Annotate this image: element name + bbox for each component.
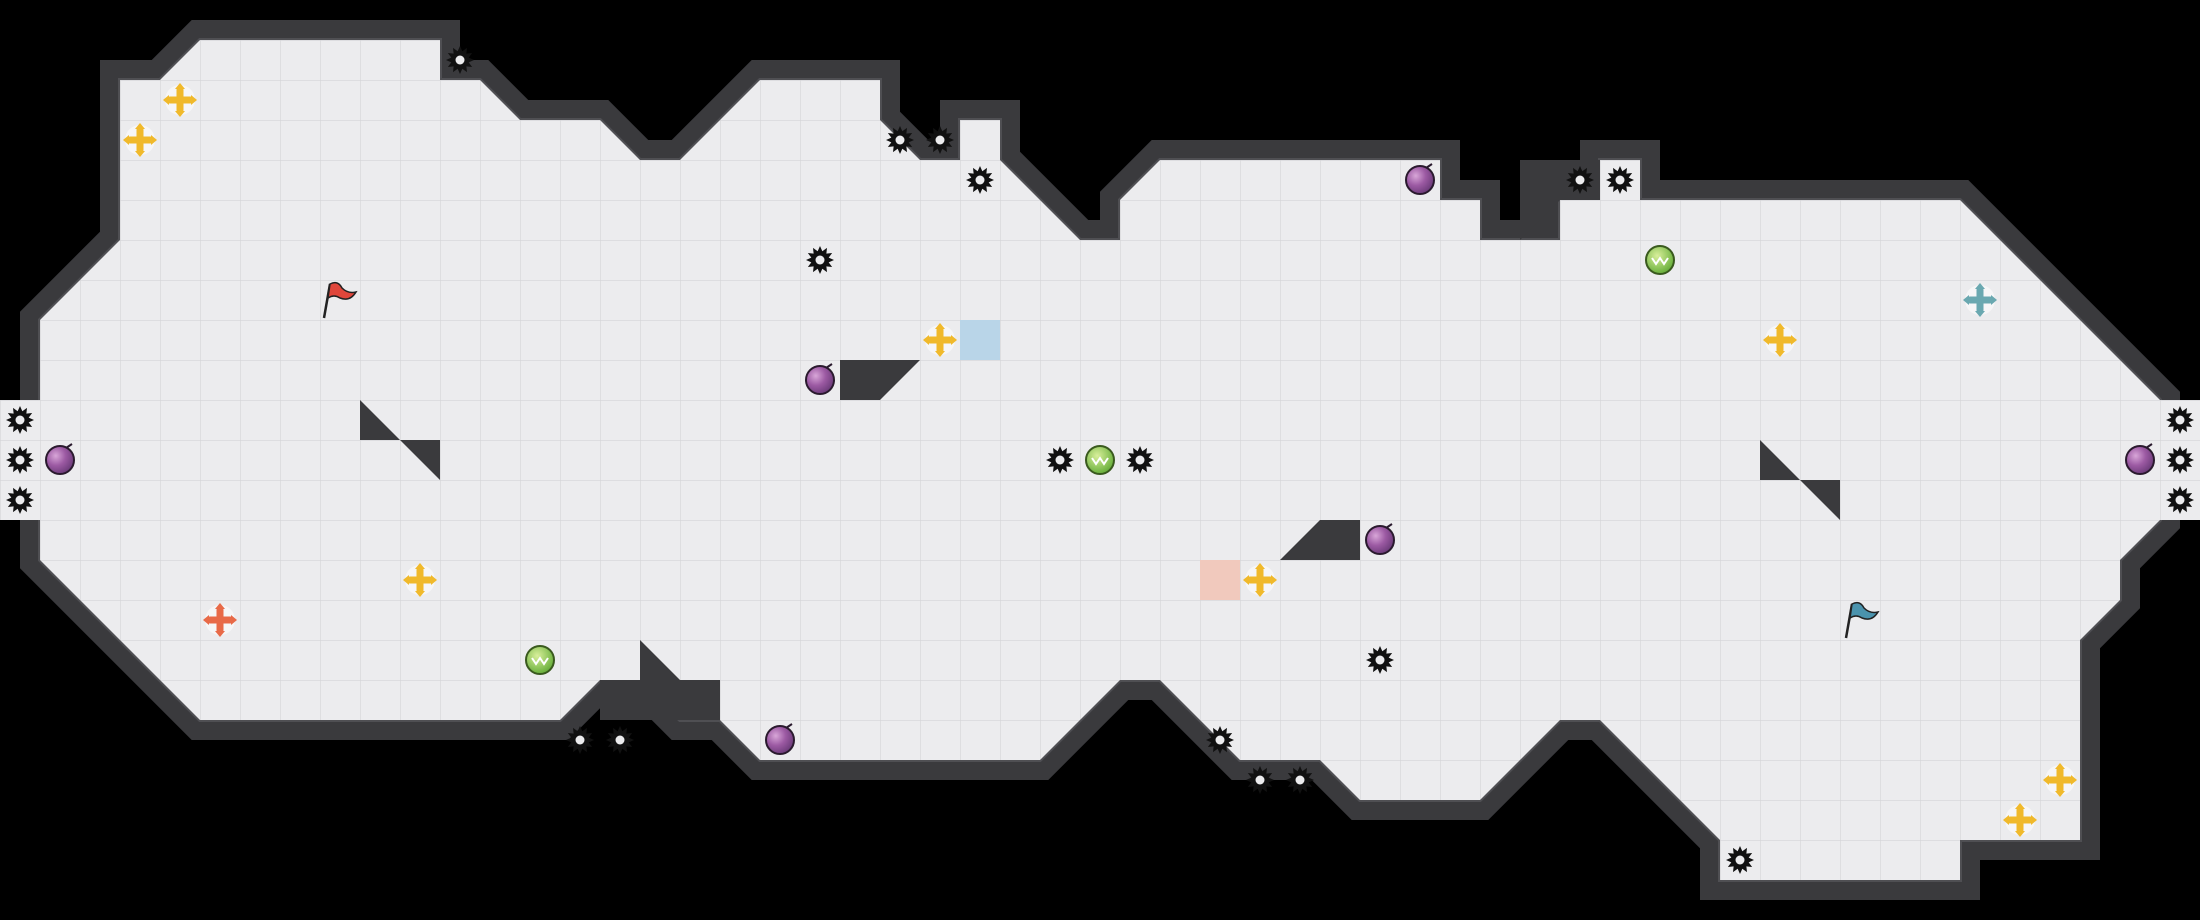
- bomb-icon: [45, 443, 75, 475]
- red-spawn-tile: [1200, 560, 1240, 600]
- wall-block: [360, 400, 400, 440]
- spike-icon: [6, 406, 34, 434]
- spike-icon: [1726, 846, 1754, 874]
- blue-spawn-tile: [960, 320, 1000, 360]
- spike-icon: [1046, 446, 1074, 474]
- bomb-icon: [1365, 523, 1395, 555]
- spike-icon: [1206, 726, 1234, 754]
- obstacle-layer: [360, 160, 1840, 720]
- spike-icon: [1606, 166, 1634, 194]
- blue-flag-icon: [1844, 601, 1880, 639]
- bomb-icon: [765, 723, 795, 755]
- yellow-boost-icon: [2043, 763, 2077, 797]
- spike-icon: [1126, 446, 1154, 474]
- yellow-boost-icon: [923, 323, 957, 357]
- red-boost-icon: [203, 603, 237, 637]
- boost-pad-icon: [1085, 445, 1115, 475]
- yellow-boost-icon: [123, 123, 157, 157]
- wall-block: [840, 360, 920, 400]
- wall-block: [1760, 440, 1800, 480]
- wall-block: [400, 440, 440, 480]
- bomb-icon: [2125, 443, 2155, 475]
- spike-icon: [966, 166, 994, 194]
- spike-icon: [2166, 406, 2194, 434]
- spike-icon: [606, 726, 634, 754]
- yellow-boost-icon: [1763, 323, 1797, 357]
- wall-block: [600, 640, 720, 720]
- bomb-icon: [1405, 163, 1435, 195]
- spike-icon: [6, 486, 34, 514]
- bomb-icon: [805, 363, 835, 395]
- spike-icon: [1246, 766, 1274, 794]
- spike-icon: [926, 126, 954, 154]
- wall-block: [1800, 480, 1840, 520]
- spike-icon: [886, 126, 914, 154]
- spawn-zone-layer: [960, 320, 1240, 600]
- boost-pad-icon: [525, 645, 555, 675]
- blue-boost-icon: [1963, 283, 1997, 317]
- spike-icon: [446, 46, 474, 74]
- spike-icon: [2166, 486, 2194, 514]
- yellow-boost-icon: [1243, 563, 1277, 597]
- wall-block: [1280, 520, 1360, 560]
- spike-icon: [1566, 166, 1594, 194]
- spike-icon: [566, 726, 594, 754]
- red-flag-icon: [322, 281, 358, 319]
- spike-icon: [806, 246, 834, 274]
- entity-layer: [6, 46, 2194, 874]
- spike-icon: [1366, 646, 1394, 674]
- yellow-boost-icon: [403, 563, 437, 597]
- spike-icon: [2166, 446, 2194, 474]
- boost-pad-icon: [1645, 245, 1675, 275]
- spike-icon: [6, 446, 34, 474]
- spike-icon: [1286, 766, 1314, 794]
- yellow-boost-icon: [2003, 803, 2037, 837]
- yellow-boost-icon: [163, 83, 197, 117]
